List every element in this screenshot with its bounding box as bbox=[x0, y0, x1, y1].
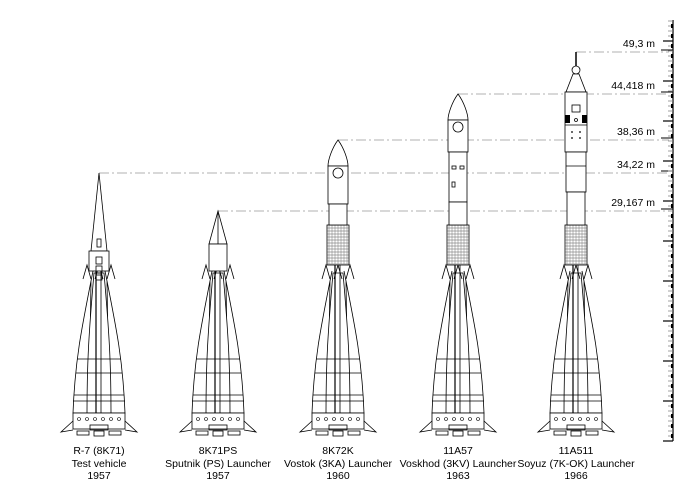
rocket-label-vostok: 8K72K Vostok (3KA) Launcher 1960 bbox=[263, 445, 413, 483]
rocket-sputnik bbox=[178, 209, 258, 437]
rocket-label-soyuz: 11A511 Soyuz (7K-OK) Launcher 1966 bbox=[501, 445, 651, 483]
rocket-label-voskhod: 11A57 Voskhod (3KV) Launcher 1963 bbox=[383, 445, 533, 483]
height-label-44-418: 44,418 m bbox=[611, 80, 655, 92]
rocket-name: Soyuz (7K-OK) Launcher bbox=[517, 457, 635, 470]
rocket-soyuz bbox=[536, 52, 616, 437]
scale-ruler bbox=[663, 20, 674, 442]
rocket-name: Vostok (3KA) Launcher bbox=[284, 457, 392, 470]
rocket-label-r7: R-7 (8K71) Test vehicle 1957 bbox=[24, 445, 174, 483]
rocket-label-sputnik: 8K71PS Sputnik (PS) Launcher 1957 bbox=[143, 445, 293, 483]
rocket-name: Test vehicle bbox=[71, 457, 127, 470]
height-label-38-36: 38,36 m bbox=[617, 126, 655, 138]
rocket-year: 1957 bbox=[206, 470, 230, 482]
rocket-designation: 11A57 bbox=[443, 445, 473, 457]
rocket-voskhod bbox=[418, 93, 498, 437]
rocket-name: Sputnik (PS) Launcher bbox=[165, 457, 271, 470]
height-label-29-167: 29,167 m bbox=[611, 197, 655, 209]
rocket-name: Voskhod (3KV) Launcher bbox=[399, 457, 517, 470]
rocket-designation: 11A511 bbox=[558, 445, 594, 457]
rocket-year: 1957 bbox=[87, 470, 111, 482]
rocket-r7 bbox=[59, 172, 139, 437]
rocket-designation: R-7 (8K71) bbox=[73, 445, 125, 457]
height-label-49-3: 49,3 m bbox=[622, 38, 655, 50]
rocket-designation: 8K71PS bbox=[198, 445, 238, 457]
rocket-year: 1963 bbox=[446, 470, 470, 482]
rocket-year: 1960 bbox=[326, 470, 350, 482]
rocket-designation: 8K72K bbox=[322, 445, 354, 457]
rocket-year: 1966 bbox=[564, 470, 588, 482]
height-label-34-22: 34,22 m bbox=[617, 159, 655, 171]
rocket-vostok bbox=[298, 139, 378, 437]
